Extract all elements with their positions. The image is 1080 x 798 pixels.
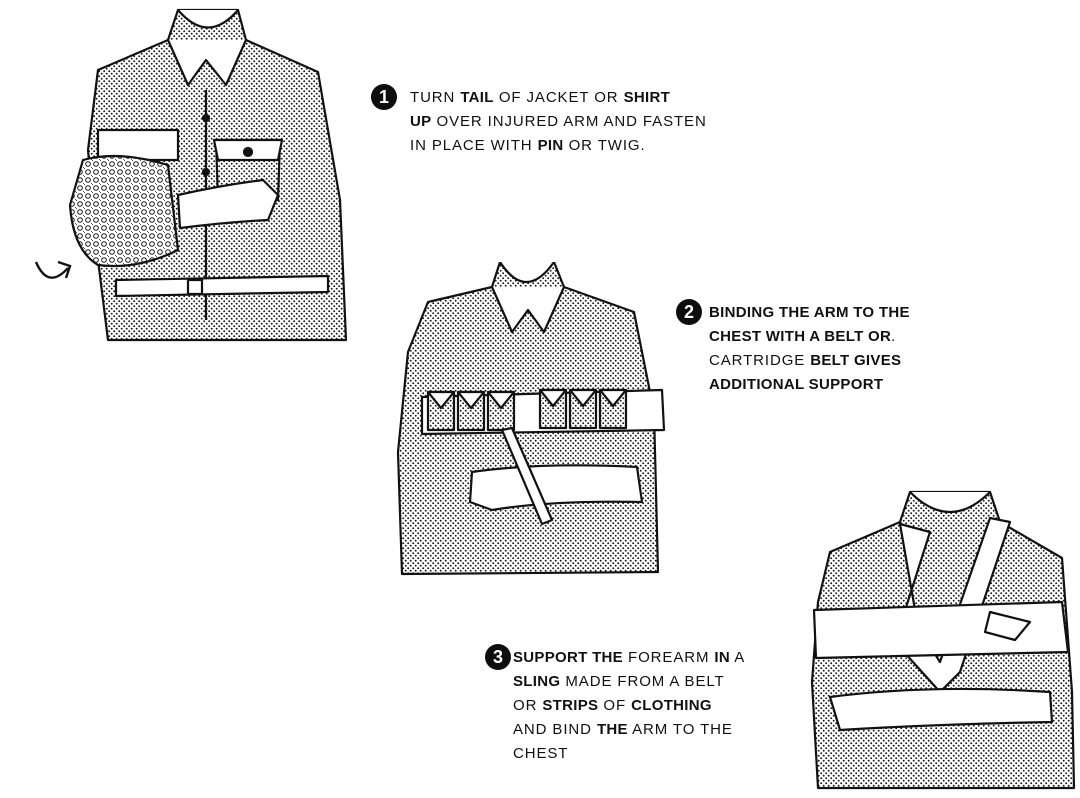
text-run: PIN (538, 137, 564, 154)
text-run: TURN (410, 89, 460, 106)
step-number-badge: 3 (485, 644, 511, 670)
text-run: OF JACKET OR (494, 89, 624, 106)
text-run: ARM TO THE (628, 721, 733, 738)
text-run: . (891, 328, 896, 345)
text-run: CLOTHING (631, 697, 712, 714)
text-run: UP (410, 113, 431, 130)
step-3-line: SLING MADE FROM A BELT (513, 670, 745, 694)
step-1-line: TURN TAIL OF JACKET OR SHIRT (410, 86, 707, 110)
text-run: STRIPS (542, 697, 598, 714)
text-run: OF (598, 697, 631, 714)
step-text: SUPPORT THE FOREARM IN A SLING MADE FROM… (513, 646, 745, 766)
text-run: IN (714, 649, 730, 666)
step-number-badge: 2 (676, 299, 702, 325)
text-run: AND BIND (513, 721, 597, 738)
text-run: SLING (513, 673, 560, 690)
text-run: OR TWIG. (564, 137, 646, 154)
text-run: ADDITIONAL SUPPORT (709, 376, 883, 393)
text-run: CARTRIDGE (709, 352, 810, 369)
text-run: CHEST (513, 745, 568, 762)
figure-1-shirt-tail-sling (28, 0, 368, 355)
text-run: TAIL (460, 89, 493, 106)
step-2-line: ADDITIONAL SUPPORT (709, 373, 910, 397)
step-3-line: OR STRIPS OF CLOTHING (513, 694, 745, 718)
step-3-line: CHEST (513, 742, 745, 766)
text-run: CHEST WITH A BELT OR (709, 328, 891, 345)
text-run: MADE FROM A BELT (560, 673, 724, 690)
text-run: BINDING THE ARM TO THE (709, 304, 910, 321)
step-2-line: BINDING THE ARM TO THE (709, 301, 910, 325)
text-run: IN PLACE WITH (410, 137, 538, 154)
text-run: A (730, 649, 745, 666)
step-3-line: SUPPORT THE FOREARM IN A (513, 646, 745, 670)
step-1-line: IN PLACE WITH PIN OR TWIG. (410, 134, 707, 158)
text-run: BELT GIVES (810, 352, 901, 369)
text-run: OVER INJURED ARM AND FASTEN (431, 113, 706, 130)
step-text: TURN TAIL OF JACKET OR SHIRT UP OVER INJ… (410, 86, 707, 158)
text-run: OR (513, 697, 542, 714)
step-2-line: CARTRIDGE BELT GIVES (709, 349, 910, 373)
step-3-line: AND BIND THE ARM TO THE (513, 718, 745, 742)
step-1-line: UP OVER INJURED ARM AND FASTEN (410, 110, 707, 134)
step-2-line: CHEST WITH A BELT OR. (709, 325, 910, 349)
text-run: SUPPORT THE (513, 649, 623, 666)
step-text: BINDING THE ARM TO THE CHEST WITH A BELT… (709, 301, 910, 397)
step-number-badge: 1 (371, 84, 397, 110)
figure-3-arm-sling (800, 462, 1076, 792)
figure-2-cartridge-belt-binding (392, 262, 684, 578)
text-run: SHIRT (624, 89, 671, 106)
text-run: THE (597, 721, 628, 738)
text-run: FOREARM (623, 649, 714, 666)
